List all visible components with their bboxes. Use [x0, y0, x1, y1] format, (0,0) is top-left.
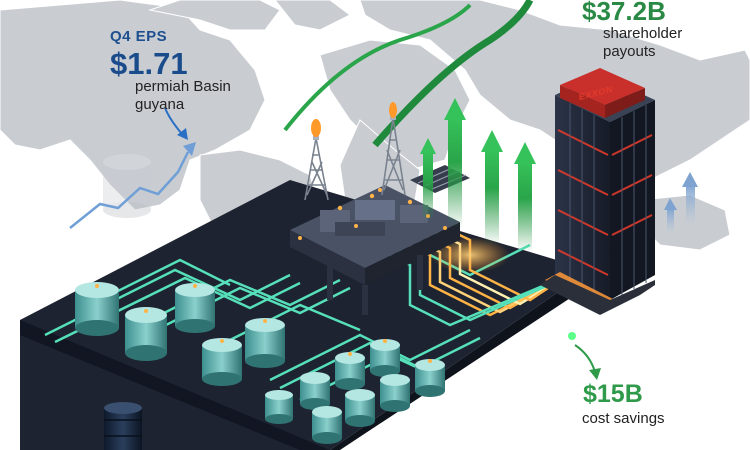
faded-tank — [103, 154, 151, 218]
storage-tanks-bottom — [265, 339, 445, 444]
payout-value: $37.2B — [582, 0, 666, 26]
location-guyana: guyana — [135, 96, 185, 113]
eps-growth-line — [69, 142, 196, 229]
energy-glow — [430, 237, 510, 273]
guyana-pointer-arrow — [164, 107, 183, 135]
hq-building — [540, 68, 655, 315]
payout-label-line1: shareholder — [603, 25, 683, 42]
savings-value: $15B — [583, 380, 643, 408]
eps-value: $1.71 — [110, 46, 188, 81]
savings-label: cost savings — [582, 410, 665, 427]
eps-label: Q4 EPS — [110, 28, 168, 45]
guyana-pointer-head — [177, 128, 188, 140]
oil-drum — [104, 402, 142, 450]
payout-label-line2: payouts — [603, 43, 656, 60]
savings-indicator-light — [568, 332, 576, 340]
savings-pointer-head — [589, 368, 601, 380]
savings-pointer-arrow — [574, 344, 596, 373]
platform-edge — [20, 320, 330, 450]
location-permian: permiah Basin — [135, 78, 231, 95]
storage-tanks-left — [75, 282, 285, 386]
payout-growth-arrows — [283, 0, 534, 148]
tank-lights — [95, 284, 432, 363]
rising-arrows — [420, 98, 698, 252]
